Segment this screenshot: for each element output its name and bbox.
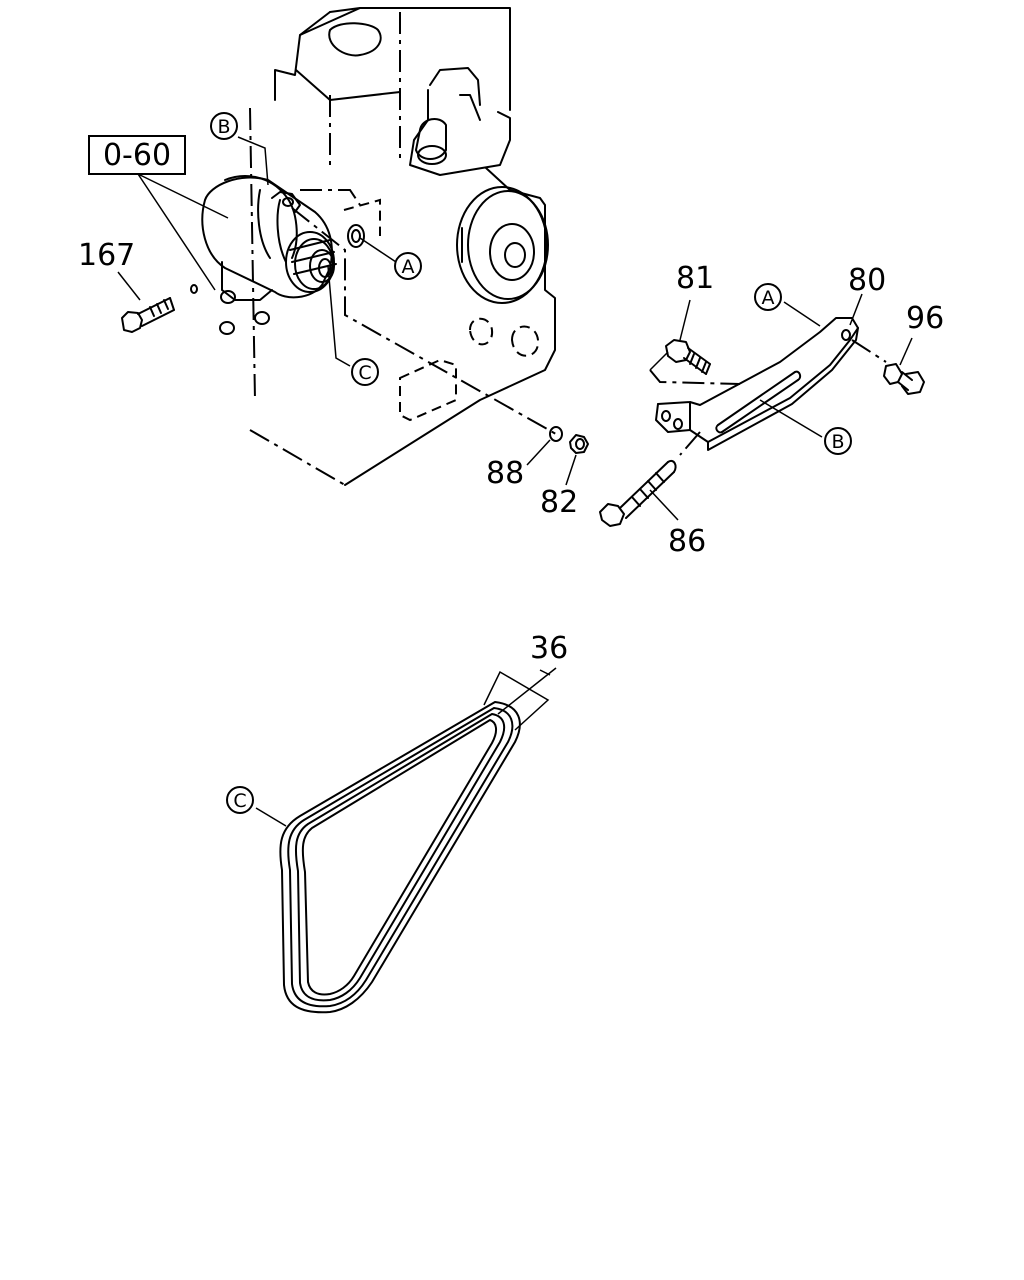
leader-lines — [117, 136, 913, 827]
engine-block — [249, 7, 556, 486]
marker-b-text: B — [217, 116, 230, 138]
marker-a-text: A — [402, 256, 415, 278]
marker-c-alternator: C — [351, 358, 379, 386]
marker-c-text: C — [358, 362, 371, 384]
bolt-96 — [883, 363, 925, 395]
marker-c-belt: C — [226, 786, 254, 814]
nut-82 — [569, 434, 589, 454]
washer-88 — [549, 426, 563, 442]
label-82: 82 — [540, 485, 578, 520]
marker-a-bracket: A — [754, 283, 782, 311]
marker-c-belt-text: C — [233, 790, 246, 812]
group-ref-box: 0-60 — [88, 135, 186, 175]
group-ref-label: 0-60 — [103, 138, 171, 173]
label-88: 88 — [486, 456, 524, 491]
marker-a-bracket-text: A — [762, 287, 775, 309]
alternator — [201, 175, 337, 335]
label-86: 86 — [668, 524, 706, 559]
marker-b-alternator: B — [210, 112, 238, 140]
bolt-86 — [599, 460, 677, 527]
bolt-81 — [665, 339, 711, 375]
bolt-167 — [121, 284, 198, 333]
v-belt-36 — [279, 701, 521, 1014]
label-36: 36 — [530, 631, 568, 666]
marker-b-bracket-text: B — [831, 431, 844, 453]
bracket-80 — [655, 317, 859, 451]
marker-b-bracket: B — [824, 427, 852, 455]
marker-a-alternator: A — [394, 252, 422, 280]
label-96: 96 — [906, 301, 944, 336]
label-80: 80 — [848, 263, 886, 298]
label-81: 81 — [676, 261, 714, 296]
label-167: 167 — [78, 238, 135, 273]
